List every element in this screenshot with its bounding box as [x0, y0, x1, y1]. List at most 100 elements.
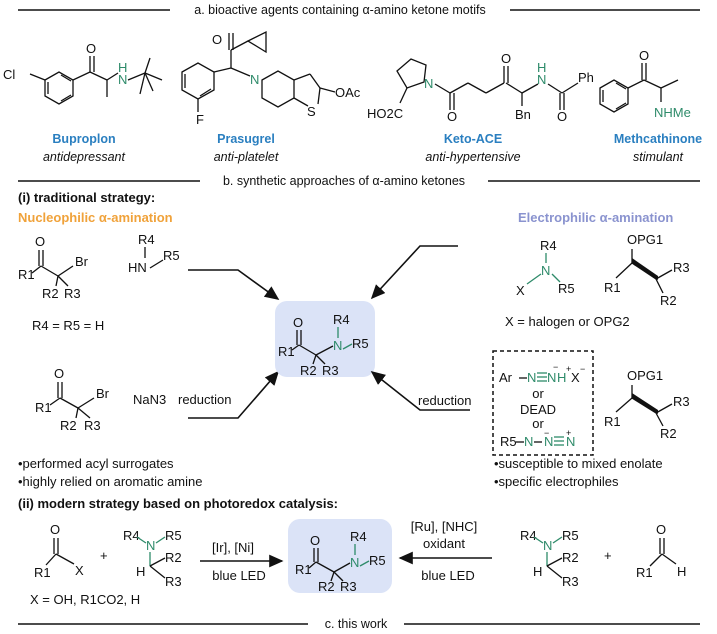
right-catalysts-label: [Ru], [NHC]	[411, 519, 477, 534]
svg-text:N: N	[350, 555, 359, 570]
svg-text:N: N	[146, 538, 155, 553]
svg-text:H: H	[118, 60, 127, 75]
svg-text:Bn: Bn	[515, 107, 531, 122]
svg-text:R1: R1	[35, 400, 52, 415]
amine-reagent: R4 HN R5	[128, 232, 180, 275]
svg-text:S: S	[307, 104, 316, 119]
product-highlight-box	[275, 301, 375, 377]
svg-text:O: O	[639, 48, 649, 63]
svg-text:b. synthetic approaches of α-a: b. synthetic approaches of α-amino keton…	[223, 174, 465, 188]
svg-text:R3: R3	[64, 286, 81, 301]
svg-text:N: N	[527, 370, 536, 385]
drug-name-3: Keto-ACE	[444, 132, 502, 146]
svg-text:R1: R1	[34, 565, 51, 580]
svg-text:HN: HN	[128, 260, 147, 275]
svg-text:Br: Br	[75, 254, 89, 269]
svg-text:R2: R2	[660, 426, 677, 441]
plus-right: +	[604, 548, 612, 563]
svg-text:R5: R5	[352, 336, 369, 351]
svg-text:R2: R2	[660, 293, 677, 308]
svg-text:R1: R1	[18, 267, 35, 282]
left-light-label: blue LED	[212, 568, 265, 583]
or-label-1: or	[532, 386, 544, 401]
electrophilic-label: Electrophilic α-amination	[518, 210, 673, 225]
bullet-left-1: •performed acyl surrogates	[18, 456, 174, 471]
bullet-left-2: •highly relied on aromatic amine	[18, 474, 202, 489]
alpha-amino-ketone-product: O R1 N R4 R5 R2 R3	[278, 312, 369, 378]
svg-text:N: N	[543, 538, 552, 553]
svg-text:R3: R3	[562, 574, 579, 589]
svg-text:N: N	[333, 338, 342, 353]
svg-text:F: F	[196, 112, 204, 127]
svg-text:R4: R4	[540, 238, 557, 253]
drug-name-1: Buproplon	[52, 132, 115, 146]
diazonium-electrophile: Ar N N H − + X −	[499, 362, 585, 385]
svg-text:N: N	[118, 72, 127, 87]
svg-text:R4: R4	[138, 232, 155, 247]
svg-text:R5: R5	[558, 281, 575, 296]
svg-text:OAc: OAc	[335, 85, 361, 100]
acyl-donor: O R1 X	[34, 522, 84, 580]
svg-text:N: N	[544, 434, 553, 449]
x-definition-label: X = halogen or OPG2	[505, 314, 630, 329]
svg-text:N: N	[524, 434, 533, 449]
methcathinone-structure: O NHMe	[599, 48, 691, 120]
svg-text:X: X	[75, 563, 84, 578]
svg-text:R5: R5	[500, 434, 517, 449]
drug-role-3: anti-hypertensive	[425, 150, 520, 164]
svg-text:−: −	[580, 364, 585, 374]
svg-text:R2: R2	[562, 550, 579, 565]
alpha-amino-ketone-product-2: O R1 N R4 R5 R2 R3	[295, 529, 386, 594]
electrophilic-arrow-bottom	[370, 371, 470, 411]
svg-text:O: O	[656, 522, 666, 537]
svg-text:R2: R2	[318, 579, 335, 594]
drug-name-4: Methcathinone	[614, 132, 702, 146]
svg-text:R5: R5	[369, 553, 386, 568]
svg-text:HO2C: HO2C	[367, 106, 403, 121]
svg-text:R3: R3	[340, 579, 357, 594]
left-catalysts-label: [Ir], [Ni]	[212, 540, 254, 555]
svg-text:N: N	[250, 72, 259, 87]
svg-text:Ar: Ar	[499, 370, 513, 385]
svg-text:R4: R4	[333, 312, 350, 327]
svg-text:O: O	[501, 51, 511, 66]
modern-title: (ii) modern strategy based on photoredox…	[18, 496, 338, 511]
svg-text:R2: R2	[300, 363, 317, 378]
electrophile-options-box	[492, 350, 594, 456]
sodium-azide-label: NaN3	[133, 392, 166, 407]
svg-text:H: H	[136, 564, 145, 579]
electrophilic-arrow-top	[370, 245, 458, 300]
svg-text:R1: R1	[604, 414, 621, 429]
nucleophilic-label: Nucleophilic α-amination	[18, 210, 173, 225]
svg-text:Cl: Cl	[3, 67, 15, 82]
svg-text:R3: R3	[165, 574, 182, 589]
enol-ether-2: OPG1 R1 R3 R2	[604, 368, 690, 441]
svg-text:X: X	[571, 370, 580, 385]
svg-text:R2: R2	[60, 418, 77, 433]
svg-text:N: N	[541, 263, 550, 278]
svg-text:O: O	[212, 32, 222, 47]
drug-role-2: anti-platelet	[214, 150, 279, 164]
svg-text:c. this work: c. this work	[325, 617, 388, 631]
svg-text:R1: R1	[278, 344, 295, 359]
svg-text:X: X	[516, 283, 525, 298]
modern-x-definition: X = OH, R1CO2, H	[30, 592, 140, 607]
svg-text:R5: R5	[163, 248, 180, 263]
aldehyde: O R1 H	[636, 522, 686, 580]
nucleophilic-arrow-top	[188, 269, 280, 300]
svg-text:+: +	[566, 364, 571, 374]
svg-text:−: −	[553, 362, 558, 372]
svg-text:Ph: Ph	[578, 70, 594, 85]
svg-text:N: N	[547, 370, 556, 385]
svg-text:R1: R1	[636, 565, 653, 580]
svg-text:Br: Br	[96, 386, 110, 401]
r4-r5-definition: R4 = R5 = H	[32, 318, 104, 333]
svg-text:R3: R3	[84, 418, 101, 433]
reduction-right-label: reduction	[418, 393, 471, 408]
svg-text:H: H	[557, 370, 566, 385]
section-b-header: b. synthetic approaches of α-amino keton…	[18, 174, 700, 188]
svg-text:R3: R3	[673, 260, 690, 275]
svg-text:O: O	[35, 234, 45, 249]
bupropion-structure: Cl O H N	[3, 41, 163, 105]
svg-text:a. bioactive agents containing: a. bioactive agents containing α-amino k…	[194, 3, 485, 17]
